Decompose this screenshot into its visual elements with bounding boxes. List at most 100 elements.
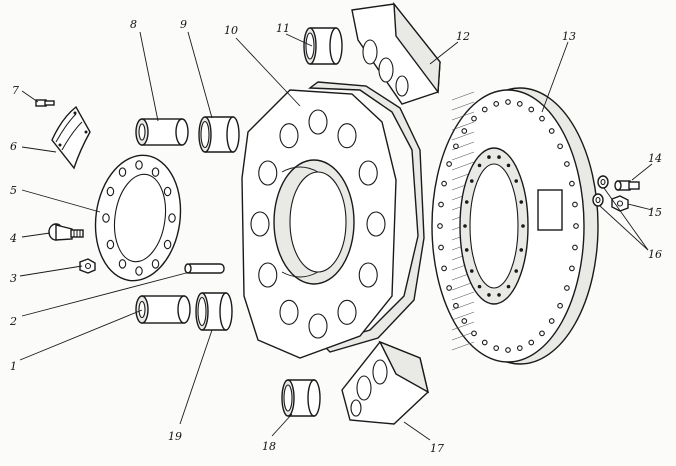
disc-rim-hole [493, 345, 500, 351]
disc-hatch-line [451, 151, 475, 161]
callout-3: 3 [10, 272, 17, 285]
disc-rim-hole [446, 161, 452, 167]
disc-hatch-line [451, 311, 475, 321]
disc-rim-hole [564, 161, 570, 167]
flange-bolt-hole [151, 259, 160, 269]
leader-13 [541, 41, 569, 113]
disc-hatch-line [451, 101, 475, 111]
disc-rim-hole [493, 101, 500, 107]
disc-inner-hole [497, 293, 501, 297]
callout-13: 13 [562, 30, 576, 43]
disc-rim-hole [438, 201, 444, 208]
disc-inner-hole [497, 155, 501, 159]
callout-16: 16 [648, 248, 662, 261]
callout-18: 18 [262, 440, 276, 453]
callout-8: 8 [130, 18, 137, 31]
disc-rim-hole [569, 180, 575, 187]
disc-rim-hole [539, 115, 545, 122]
disc-rim-hole [564, 285, 570, 291]
leader-14 [631, 163, 653, 181]
disc-rim-hole [471, 115, 477, 122]
leader-10 [235, 37, 301, 107]
disc-rim-hole [453, 143, 459, 150]
leader-16b [599, 205, 649, 251]
disc-inner-hole [477, 284, 482, 289]
part-10-hub-body [241, 81, 425, 359]
hub-bore [308, 313, 328, 339]
disc-hatch-line [451, 321, 475, 331]
callout-1: 1 [10, 360, 17, 373]
disc-rim-hole [557, 143, 563, 150]
disc-rim-hole [441, 265, 447, 272]
disc-rim-hole [438, 244, 444, 251]
disc-inner-hole [487, 293, 491, 297]
disc-rim-hole [481, 339, 488, 346]
disc-rim-hole [548, 128, 555, 134]
disc-inner-hole [506, 163, 511, 168]
flange-bolt-hole [168, 213, 176, 223]
callout-labels: 1 2 3 4 5 6 7 8 9 10 11 12 13 14 15 16 1… [9, 18, 662, 455]
leader-11 [285, 33, 313, 47]
hub-bore [337, 123, 357, 149]
leader-5 [21, 189, 101, 213]
disc-rim-hole [481, 106, 488, 113]
part-16-washers [592, 175, 609, 207]
leader-lines [19, 31, 653, 441]
leader-7 [21, 90, 39, 103]
part-17-counterweight [341, 340, 430, 425]
disc-inner-hole [463, 224, 467, 228]
disc-rim-hole [505, 99, 511, 105]
flange-bolt-hole [118, 259, 127, 269]
disc-inner-hole [514, 179, 519, 183]
callout-11: 11 [276, 22, 290, 35]
disc-hatch-line [451, 341, 475, 351]
disc-rim-hole [461, 128, 468, 134]
disc-rim-hole [548, 318, 555, 324]
part-7-screw [35, 99, 55, 107]
leader-15 [627, 203, 653, 211]
part-12-counterweight [351, 1, 441, 105]
disc-inner-hole [514, 269, 519, 273]
disc-rim-hole [516, 345, 523, 351]
leader-19 [179, 329, 213, 425]
disc-inner-hole [464, 200, 469, 204]
callout-2: 2 [9, 315, 17, 328]
disc-inner-hole [469, 179, 474, 183]
part-1-sleeve [135, 295, 191, 324]
disc-rim-hole [453, 302, 459, 309]
leader-2 [21, 271, 191, 317]
disc-inner-hole [521, 224, 525, 228]
leader-1 [19, 309, 143, 361]
disc-rim-hole [528, 106, 535, 113]
callout-9: 9 [180, 18, 187, 31]
disc-rim-hole [471, 330, 477, 337]
hub-bore [258, 160, 278, 186]
flange-bolt-hole [106, 239, 115, 250]
flange-bolt-hole [135, 160, 143, 170]
disc-rim-hole [528, 339, 535, 346]
flange-bolt-hole [118, 167, 127, 177]
disc-inner-hole [519, 200, 524, 204]
disc-rim-hole [539, 330, 545, 337]
disc-hatch-line [451, 161, 475, 171]
callout-4: 4 [9, 232, 17, 245]
hub-bore [258, 262, 278, 288]
leader-16a [603, 187, 649, 251]
hub-bore [250, 211, 270, 237]
part-14-screw [614, 180, 640, 191]
part-18-bushing [281, 379, 321, 417]
disc-rim-hole [461, 318, 468, 324]
part-4-bolt [48, 223, 84, 241]
callout-10: 10 [224, 24, 238, 37]
disc-rim-hole [573, 223, 579, 229]
disc-rim-hole [441, 180, 447, 187]
hub-bore [279, 123, 299, 149]
disc-hatch-line [451, 301, 475, 311]
hub-bore [358, 160, 378, 186]
flange-bolt-hole [135, 266, 143, 276]
disc-hatch-line [451, 331, 475, 341]
disc-inner-hole [519, 248, 524, 252]
hub-bore [366, 211, 386, 237]
disc-inner-hole [487, 155, 491, 159]
